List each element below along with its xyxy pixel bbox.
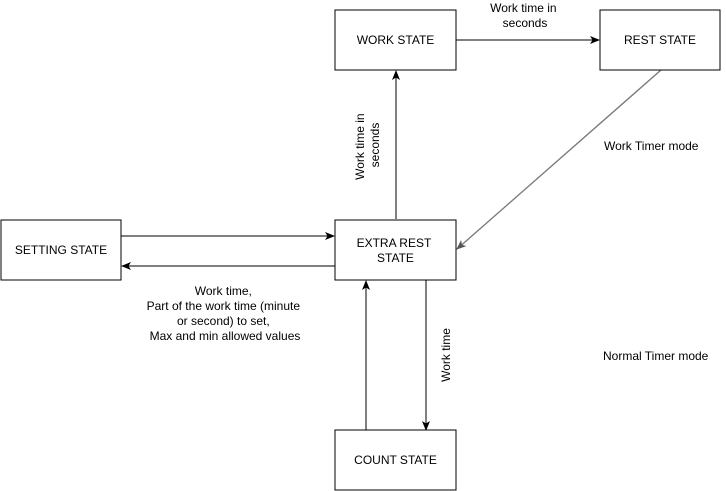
count-state-box: COUNT STATE (334, 429, 457, 491)
normal-timer-mode-label: Normal Timer mode (603, 349, 709, 363)
label-work-to-rest-line-1: Work time in (490, 1, 556, 15)
extra-rest-state-label: EXTRA REST STATE (357, 236, 435, 265)
setting-state-box: SETTING STATE (0, 219, 122, 281)
label-extra-rest-to-setting-line-1: Work time, (195, 284, 252, 298)
label-extra-rest-to-count: Work time (439, 328, 453, 382)
work-state-box: WORK STATE (334, 9, 457, 71)
rest-state-box: REST STATE (599, 9, 721, 71)
extra-rest-state-label-line-1: EXTRA REST (357, 236, 432, 250)
label-extra-rest-to-setting: Work time, Part of the work time (minute… (147, 284, 304, 343)
extra-rest-state-label-line-2: STATE (377, 251, 414, 265)
rest-state-label: REST STATE (624, 33, 696, 47)
label-extra-rest-to-work-line-2: seconds (368, 123, 382, 168)
label-work-to-rest-line-2: seconds (503, 16, 548, 30)
work-state-label: WORK STATE (357, 33, 435, 47)
label-extra-rest-to-setting-line-3: or second) to set, (177, 314, 270, 328)
work-timer-mode-label: Work Timer mode (604, 139, 699, 153)
count-state-label: COUNT STATE (354, 453, 437, 467)
label-extra-rest-to-work-line-1: Work time in (353, 113, 367, 179)
label-extra-rest-to-work: Work time in seconds (353, 110, 382, 180)
label-extra-rest-to-work-group: Work time in seconds (353, 110, 382, 180)
label-extra-rest-to-count-group: Work time (439, 328, 453, 382)
extra-rest-state-box: EXTRA REST STATE (334, 219, 457, 281)
label-extra-rest-to-setting-line-2: Part of the work time (minute (147, 299, 301, 313)
label-work-to-rest: Work time in seconds (490, 1, 560, 30)
setting-state-label: SETTING STATE (15, 243, 107, 257)
label-extra-rest-to-setting-line-4: Max and min allowed values (150, 329, 301, 343)
arrow-rest-to-extra-rest (456, 69, 662, 250)
